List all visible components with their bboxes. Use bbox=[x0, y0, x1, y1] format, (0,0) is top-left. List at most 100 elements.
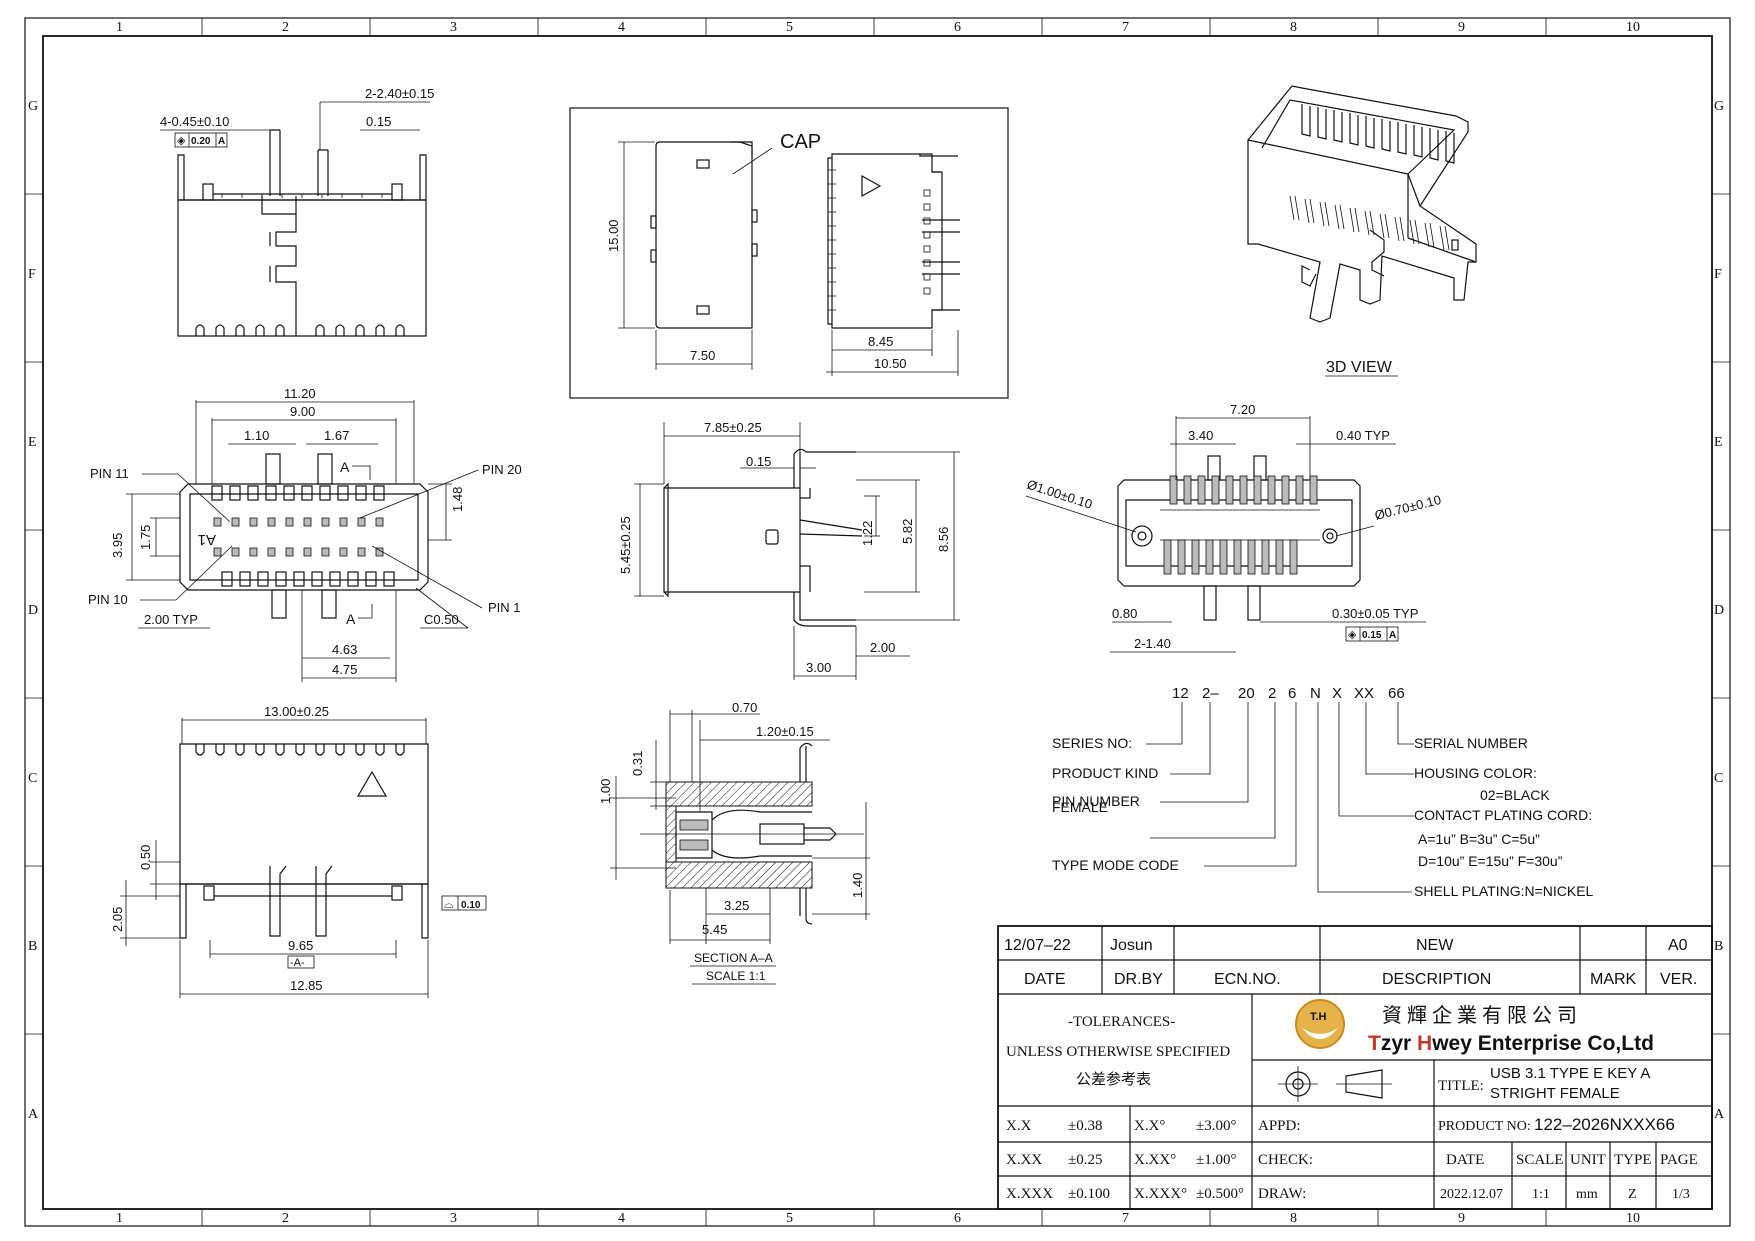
cap-dim-width: 7.50 bbox=[690, 348, 715, 363]
pin-20-label: PIN 20 bbox=[482, 462, 522, 477]
top-dim-offset: 0.15 bbox=[366, 114, 391, 129]
top-dim-width: 4-0.45±0.10 bbox=[160, 114, 229, 129]
zone-row-E: E bbox=[28, 435, 37, 450]
tol-row-2-b: X.XXX° bbox=[1134, 1186, 1187, 1202]
zone-col-5: 5 bbox=[786, 20, 793, 35]
pin-11-label: PIN 11 bbox=[90, 466, 129, 481]
side-dim-7-85: 7.85±0.25 bbox=[704, 420, 762, 435]
section-dim-5-45: 5.45 bbox=[702, 922, 727, 937]
pn-label-series: SERIES NO: bbox=[1052, 735, 1132, 751]
zone-row-C: C bbox=[28, 771, 37, 786]
product-number: 122–2026NXXX66 bbox=[1534, 1115, 1675, 1134]
side-dim-8-56: 8.56 bbox=[936, 527, 951, 552]
zone-col-10: 10 bbox=[1626, 1211, 1640, 1226]
bottom-view: 13.00±0.25 0.50 2.05 9.65 -A- 12.85 ⌓ 0.… bbox=[110, 704, 487, 998]
front-section-a-top: A bbox=[340, 459, 350, 475]
front-dim-3-95: 3.95 bbox=[110, 533, 125, 558]
side-dim-5-82: 5.82 bbox=[900, 519, 915, 544]
zone-row-F: F bbox=[1714, 267, 1722, 282]
tolerances-sub: UNLESS OTHERWISE SPECIFIED bbox=[1006, 1044, 1230, 1060]
pn-seg-2: 2– bbox=[1202, 685, 1219, 702]
company-name-en: Tzyr Hwey Enterprise Co,Ltd bbox=[1368, 1032, 1654, 1055]
zone-row-A: A bbox=[1714, 1107, 1725, 1122]
info-value-1: 1:1 bbox=[1532, 1187, 1550, 1202]
zone-row-D: D bbox=[28, 603, 38, 618]
svg-text:◈: ◈ bbox=[1348, 629, 1357, 641]
bottom-dim-0-50: 0.50 bbox=[138, 845, 153, 870]
rev-description: NEW bbox=[1416, 937, 1454, 954]
info-header-4: PAGE bbox=[1660, 1152, 1698, 1168]
rev-ver: A0 bbox=[1668, 937, 1688, 954]
title-line-1: USB 3.1 TYPE E KEY A bbox=[1490, 1065, 1650, 1082]
tol-row-0-bv: ±3.00° bbox=[1196, 1118, 1236, 1134]
bottom-datum-a: -A- bbox=[290, 957, 305, 969]
tolerances-cn: 公差参考表 bbox=[1076, 1071, 1151, 1088]
front-view: A1 11.20 9.00 1.10 1.67 A 1.48 3.95 1.75… bbox=[88, 386, 522, 682]
pn-label-black: 02=BLACK bbox=[1480, 787, 1550, 803]
info-value-0: 2022.12.07 bbox=[1440, 1187, 1503, 1202]
front-dim-1-10: 1.10 bbox=[244, 428, 269, 443]
rev-header-mark: MARK bbox=[1590, 971, 1637, 988]
svg-text:T.H: T.H bbox=[1310, 1011, 1327, 1023]
info-header-1: SCALE bbox=[1516, 1152, 1564, 1168]
zone-col-4: 4 bbox=[618, 1211, 625, 1226]
tol-row-0-a: X.X bbox=[1006, 1118, 1032, 1134]
info-header-3: TYPE bbox=[1614, 1152, 1652, 1168]
title-label: TITLE: bbox=[1438, 1078, 1484, 1094]
pn-label-female: FEMALE bbox=[1052, 799, 1108, 815]
draw-label: DRAW: bbox=[1258, 1186, 1306, 1202]
svg-text:◈: ◈ bbox=[177, 135, 186, 147]
appd-label: APPD: bbox=[1258, 1118, 1301, 1134]
zone-col-9: 9 bbox=[1458, 1211, 1465, 1226]
pin-10-label: PIN 10 bbox=[88, 592, 128, 607]
zone-col-10: 10 bbox=[1626, 20, 1640, 35]
pn-seg-6: 6 bbox=[1288, 685, 1296, 702]
tol-row-1-av: ±0.25 bbox=[1068, 1152, 1102, 1168]
pcb-footprint-view: 7.20 3.40 0.40 TYP Ø1.00±0.10 Ø0.70±0.10… bbox=[1025, 402, 1443, 653]
pn-seg-xx: XX bbox=[1354, 685, 1374, 702]
front-dim-1-75: 1.75 bbox=[138, 525, 153, 550]
tol-row-2-av: ±0.100 bbox=[1068, 1186, 1110, 1202]
pn-seg-n: N bbox=[1310, 685, 1321, 702]
rev-header-drby: DR.BY bbox=[1114, 971, 1163, 988]
pn-label-pin-number: PIN NUMBER bbox=[1052, 793, 1140, 809]
section-dim-0-31: 0.31 bbox=[630, 751, 645, 776]
zone-col-2: 2 bbox=[282, 1211, 289, 1226]
pn-seg-x: X bbox=[1332, 685, 1342, 702]
pn-seg-20: 20 bbox=[1238, 685, 1255, 702]
svg-text:0.20: 0.20 bbox=[191, 136, 211, 147]
svg-text:A: A bbox=[1389, 630, 1396, 641]
section-scale: SCALE 1:1 bbox=[706, 969, 766, 983]
zone-col-4: 4 bbox=[618, 20, 625, 35]
rev-drby: Josun bbox=[1110, 937, 1153, 954]
pn-label-plating-abc: A=1u” B=3u” C=5u” bbox=[1418, 831, 1540, 847]
zone-col-7: 7 bbox=[1122, 1211, 1129, 1226]
rev-header-ver: VER. bbox=[1660, 971, 1697, 988]
zone-col-1: 1 bbox=[116, 20, 123, 35]
front-dim-4-63: 4.63 bbox=[332, 642, 357, 657]
rev-date: 12/07–22 bbox=[1004, 937, 1071, 954]
side-dim-5-45: 5.45±0.25 bbox=[618, 516, 633, 574]
pn-label-serial: SERIAL NUMBER bbox=[1414, 735, 1528, 751]
top-view: 2-2.40±0.15 4-0.45±0.10 0.15 ◈ 0.20 A bbox=[160, 86, 434, 337]
pn-label-shell-plating: SHELL PLATING:N=NICKEL bbox=[1414, 883, 1594, 899]
front-dim-4-75: 4.75 bbox=[332, 662, 357, 677]
zone-col-3: 3 bbox=[450, 20, 457, 35]
zone-col-5: 5 bbox=[786, 1211, 793, 1226]
tol-row-2-a: X.XXX bbox=[1006, 1186, 1053, 1202]
rev-header-date: DATE bbox=[1024, 971, 1065, 988]
pcb-dim-0-30-typ: 0.30±0.05 TYP bbox=[1332, 606, 1418, 621]
front-dim-11-20: 11.20 bbox=[284, 386, 316, 401]
zone-col-8: 8 bbox=[1290, 1211, 1297, 1226]
pn-seg-66: 66 bbox=[1388, 685, 1405, 702]
zone-col-8: 8 bbox=[1290, 20, 1297, 35]
pcb-dim-hole-0-70: Ø0.70±0.10 bbox=[1373, 492, 1442, 523]
zone-row-B: B bbox=[28, 939, 37, 954]
svg-text:A: A bbox=[218, 136, 225, 147]
side-dim-3-00: 3.00 bbox=[806, 660, 831, 675]
bottom-dim-12-85: 12.85 bbox=[290, 978, 323, 993]
side-view: 7.85±0.25 0.15 5.45±0.25 1.22 5.82 8.56 … bbox=[618, 420, 960, 680]
top-dim-pitch: 2-2.40±0.15 bbox=[365, 86, 434, 101]
